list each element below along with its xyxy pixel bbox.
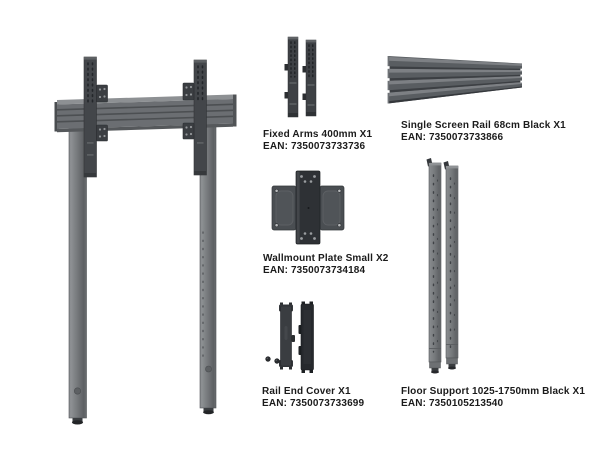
single-screen-rail-illustration bbox=[387, 56, 523, 104]
part-ean: EAN: 7350105213540 bbox=[401, 397, 504, 409]
floor-support-illustration bbox=[426, 158, 459, 374]
part-name: Rail End Cover X1 bbox=[262, 386, 351, 397]
part-ean: EAN: 7350073733736 bbox=[263, 140, 366, 152]
part-label-single-screen-rail: Single Screen Rail 68cm Black X1 EAN: 73… bbox=[401, 120, 566, 143]
part-wallmount-plate-figure bbox=[255, 160, 365, 260]
part-name: Single Screen Rail 68cm Black X1 bbox=[401, 120, 566, 131]
wallmount-center-bar bbox=[295, 170, 321, 245]
part-ean: EAN: 7350073734184 bbox=[263, 264, 366, 276]
floor-support-left-post bbox=[426, 158, 442, 374]
part-ean: EAN: 7350073733866 bbox=[401, 131, 504, 143]
part-name: Wallmount Plate Small X2 bbox=[263, 253, 389, 264]
rail-end-cover-illustration bbox=[265, 301, 314, 373]
stand-right-leg bbox=[199, 99, 217, 415]
part-rail-end-cover-figure bbox=[255, 295, 345, 380]
assembled-stand-figure bbox=[0, 0, 245, 440]
part-floor-support-figure bbox=[420, 155, 565, 380]
part-label-rail-end-cover: Rail End Cover X1 EAN: 7350073733699 bbox=[262, 386, 364, 409]
stand-left-arm bbox=[83, 56, 108, 178]
floor-support-right-post bbox=[443, 161, 459, 370]
rail-extrusion bbox=[387, 56, 523, 104]
part-name: Floor Support 1025-1750mm Black X1 bbox=[401, 386, 586, 397]
wallmount-plate-illustration bbox=[271, 170, 345, 245]
fixed-arms-illustration bbox=[284, 36, 317, 118]
wallmount-right-wing bbox=[319, 185, 345, 231]
part-ean: EAN: 7350073733699 bbox=[262, 397, 365, 409]
assembled-stand-illustration bbox=[54, 56, 237, 425]
stand-rail bbox=[54, 94, 237, 133]
fixed-arm-left bbox=[284, 36, 299, 118]
part-label-floor-support: Floor Support 1025-1750mm Black X1 EAN: … bbox=[401, 386, 585, 409]
end-cover-front bbox=[279, 302, 295, 370]
wallmount-left-wing bbox=[271, 185, 297, 231]
part-fixed-arms-figure bbox=[265, 25, 340, 125]
part-name: Fixed Arms 400mm X1 bbox=[263, 129, 373, 140]
part-single-screen-rail-figure bbox=[380, 45, 610, 110]
stand-right-arm bbox=[182, 59, 207, 176]
part-label-wallmount-plate: Wallmount Plate Small X2 EAN: 7350073734… bbox=[263, 253, 388, 276]
fixed-arm-right bbox=[302, 39, 317, 117]
part-label-fixed-arms: Fixed Arms 400mm X1 EAN: 7350073733736 bbox=[263, 129, 372, 152]
end-cover-side bbox=[298, 301, 314, 373]
end-cover-screws bbox=[265, 356, 280, 364]
